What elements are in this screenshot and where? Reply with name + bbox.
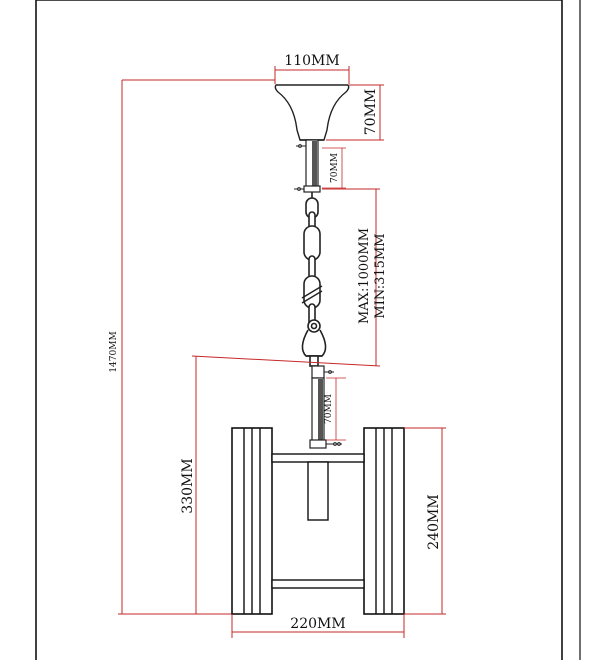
chain [301,192,327,367]
body-width-label: 220MM [290,616,345,632]
overall-height-label: 1470MM [109,331,119,372]
body-height-label: 330MM [180,458,196,513]
lamp-body [231,427,405,615]
canopy-width-label: 110MM [284,53,339,69]
canopy [274,84,350,141]
hook-reference-line [191,355,381,367]
top-rod [294,139,321,193]
chain-length-dimension: MAX:1000MM MIN:315MM [322,188,388,366]
rod-top-dimension: 70MM [322,147,346,189]
chain-min-label: MIN:315MM [373,233,388,318]
bottom-crossbar [271,579,365,589]
top-crossbar [271,453,365,463]
canopy-height-label: 70MM [363,89,379,135]
panel-height-label: 240MM [426,494,442,549]
rod-bottom-label: 70MM [324,394,334,424]
overall-height-dimension: 1470MM [109,79,275,615]
chain-max-label: MAX:1000MM [357,228,372,324]
canopy-height-dimension: 70MM [326,84,384,141]
body-width-dimension: 220MM [231,614,405,638]
canopy-width-dimension: 110MM [274,53,350,84]
panel-height-dimension: 240MM [404,427,446,615]
bulb-socket [307,461,329,521]
rod-top-label: 70MM [330,153,340,183]
body-height-dimension: 330MM [180,356,197,614]
bottom-rod [309,365,342,449]
rod-bottom-dimension: 70MM [324,377,346,441]
